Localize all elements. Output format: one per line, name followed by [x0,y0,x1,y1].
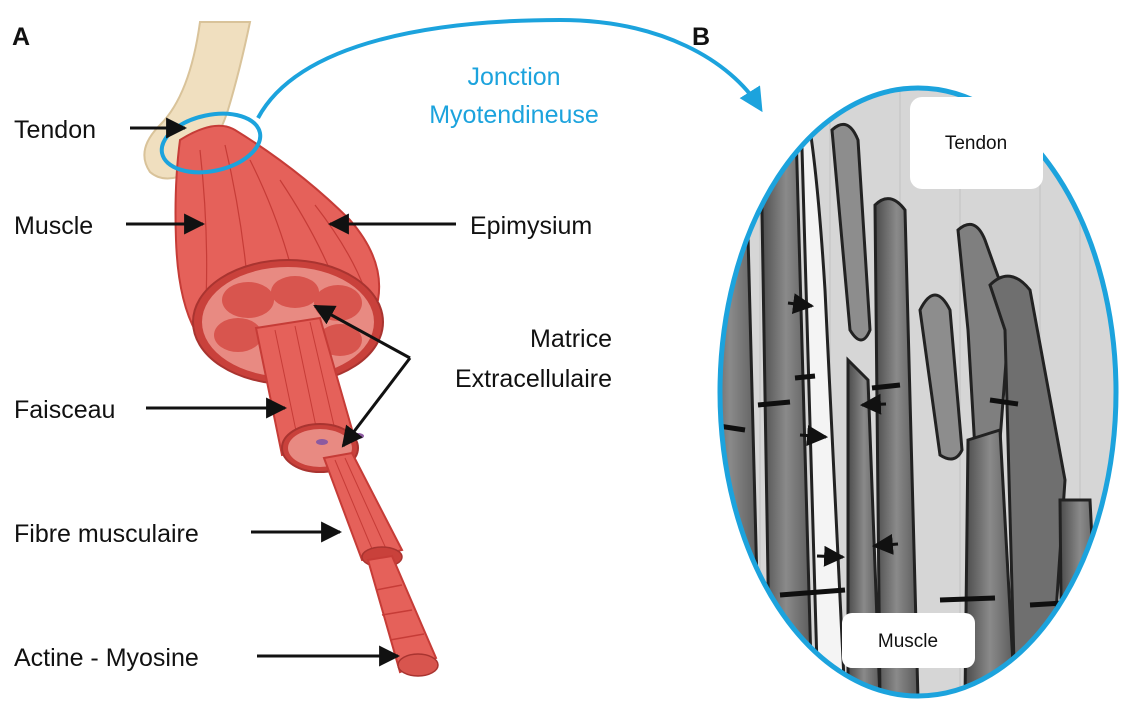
micrograph-tendon-label: Tendon [945,133,1007,154]
junction-label-line1: Jonction [467,63,560,91]
label-actine: Actine - Myosine [14,644,199,672]
label-epimysium: Epimysium [470,212,592,240]
label-fibre: Fibre musculaire [14,520,199,548]
label-matrice-line1: Matrice [530,325,612,353]
panel-b-letter: B [692,23,710,51]
label-faisceau: Faisceau [14,396,115,424]
label-matrice-line2: Extracellulaire [455,365,612,393]
junction-label-line2: Myotendineuse [429,101,599,129]
muscle-fibre [324,453,402,567]
label-tendon: Tendon [14,116,96,144]
myofibril [368,556,438,676]
micrograph-muscle-label: Muscle [878,631,938,652]
label-muscle: Muscle [14,212,93,240]
panel-a-letter: A [12,23,30,51]
arrow-matrice-lower [343,358,410,446]
